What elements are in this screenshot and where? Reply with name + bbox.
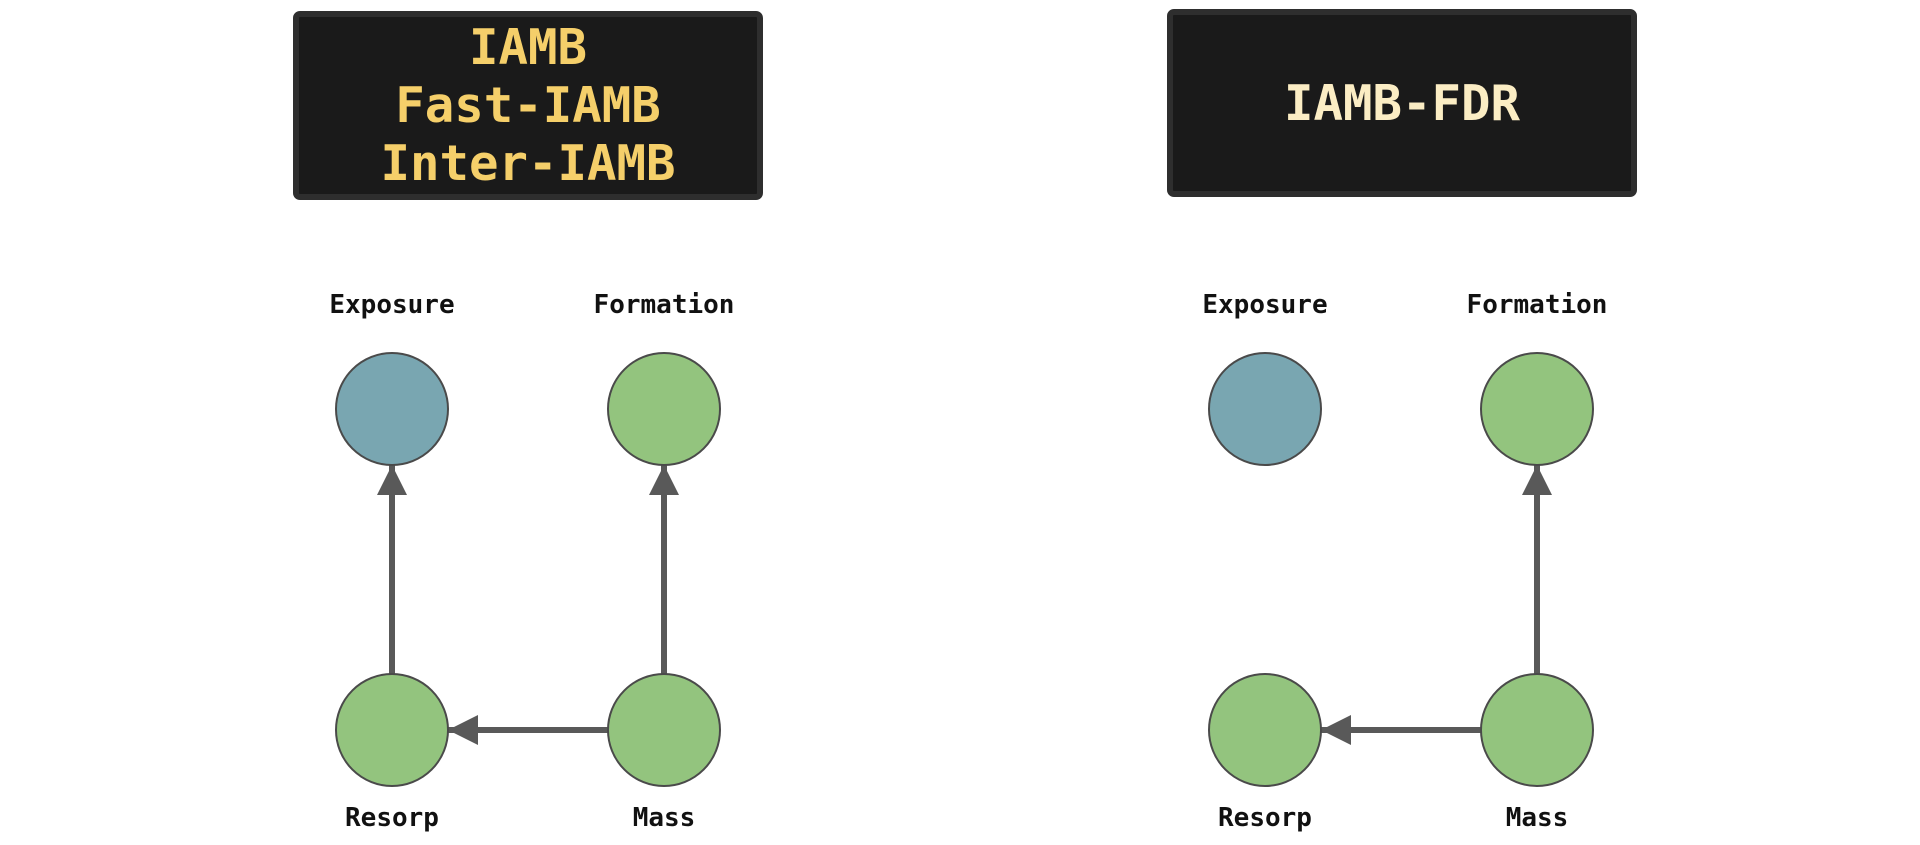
node-resorp	[1208, 673, 1322, 787]
node-formation	[1480, 352, 1594, 466]
label-formation: Formation	[1467, 290, 1608, 320]
label-resorp: Resorp	[345, 803, 439, 833]
left-title-line-3: Inter-IAMB	[380, 135, 675, 192]
node-resorp	[335, 673, 449, 787]
label-exposure: Exposure	[1202, 290, 1327, 320]
label-formation: Formation	[594, 290, 735, 320]
node-exposure	[335, 352, 449, 466]
left-title-line-1: IAMB	[469, 19, 587, 76]
label-mass: Mass	[633, 803, 696, 833]
label-resorp: Resorp	[1218, 803, 1312, 833]
left-panel: IAMB Fast-IAMB Inter-IAMB Exposure Forma…	[293, 11, 763, 833]
right-title-line-1: IAMB-FDR	[1284, 75, 1521, 132]
node-formation	[607, 352, 721, 466]
node-mass	[1480, 673, 1594, 787]
right-panel: IAMB-FDR Exposure Formation Resorp Mass	[1167, 9, 1637, 833]
label-mass: Mass	[1506, 803, 1569, 833]
left-title-box	[293, 11, 763, 200]
node-exposure	[1208, 352, 1322, 466]
node-mass	[607, 673, 721, 787]
label-exposure: Exposure	[329, 290, 454, 320]
left-title-line-2: Fast-IAMB	[395, 77, 661, 134]
right-title-box	[1167, 9, 1637, 197]
